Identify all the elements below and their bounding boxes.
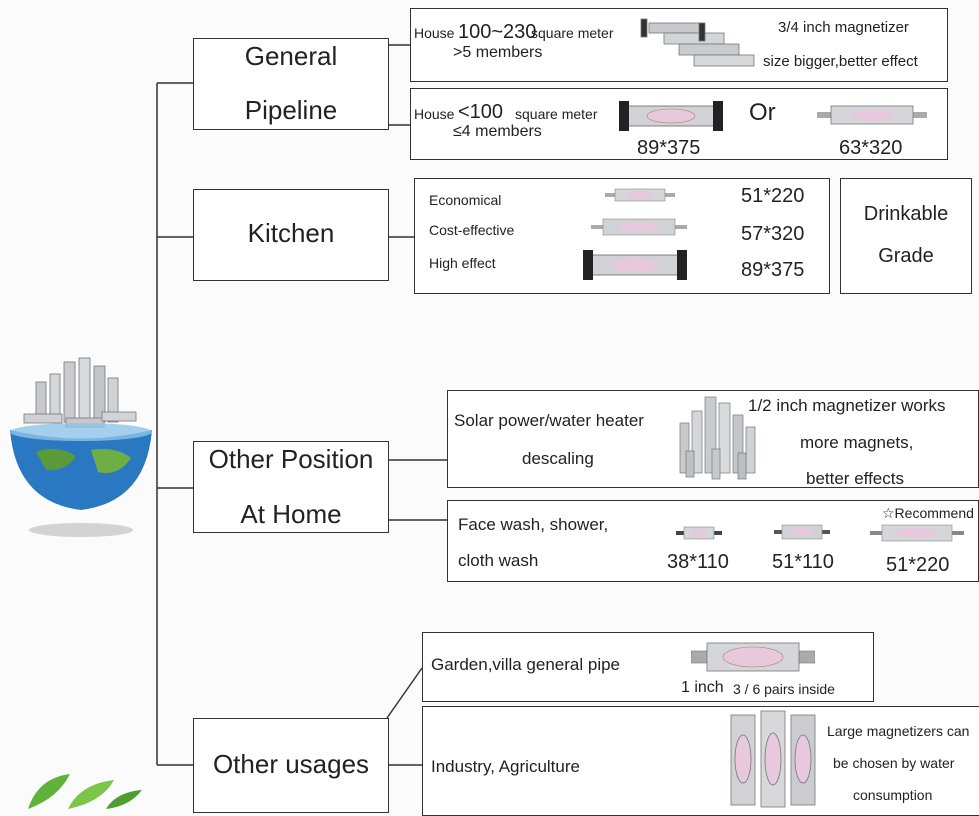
note-3-4-inch: 3/4 inch magnetizer	[778, 19, 909, 36]
general-small-house-box: House <100 square meter ≤4 members 89*37…	[410, 88, 948, 160]
one-inch-magnetizer-icon	[691, 642, 815, 672]
industry-note3: consumption	[853, 787, 933, 803]
industry-note2: be chosen by water	[833, 755, 955, 771]
kitchen-size: 57*320	[741, 223, 805, 245]
area-unit: square meter	[515, 106, 598, 122]
magnetizer-cluster-icon	[23, 357, 137, 428]
category-other-home-line2: At Home	[240, 499, 342, 529]
category-general-pipeline: General Pipeline	[193, 38, 389, 130]
magnetizer-51-icon	[605, 188, 675, 202]
kitchen-option-label: Cost-effective	[429, 222, 515, 238]
category-other-position: Other Position At Home	[193, 441, 389, 533]
garden-label: Garden,villa general pipe	[431, 655, 621, 674]
magnetizer-51-long-icon	[870, 524, 964, 542]
solar-line2: descaling	[522, 449, 594, 468]
category-other-home-line1: Other Position	[208, 444, 374, 474]
solar-heater-box: Solar power/water heater descaling 1/2 i…	[447, 390, 979, 488]
members-label: ≤4 members	[453, 123, 542, 140]
area-range: <100	[458, 101, 504, 123]
size-51x220: 51*220	[886, 554, 950, 576]
size-38x110: 38*110	[667, 551, 729, 573]
kitchen-size: 51*220	[741, 185, 805, 207]
drinkable-label: Drinkable	[863, 203, 949, 225]
grade-label: Grade	[878, 245, 934, 267]
size-63x320: 63*320	[839, 137, 903, 159]
category-general-line2: Pipeline	[244, 95, 338, 125]
one-inch-label: 1 inch	[681, 679, 724, 696]
garden-box: Garden,villa general pipe 1 inch 3 / 6 p…	[422, 632, 874, 702]
magnetizer-38-icon	[676, 526, 722, 540]
area-unit: square meter	[531, 25, 614, 41]
globe-illustration	[10, 357, 152, 537]
pairs-inside-label: 3 / 6 pairs inside	[733, 681, 835, 697]
face-wash-box: Face wash, shower, cloth wash ☆Recommend…	[447, 500, 979, 582]
category-general-line1: General	[244, 41, 338, 71]
half-inch-magnetizer-group-icon	[679, 396, 756, 480]
magnetizer-51-small-icon	[774, 524, 830, 540]
members-label: >5 members	[453, 44, 543, 61]
category-kitchen-label: Kitchen	[247, 218, 335, 248]
magnetizer-57-icon	[591, 218, 687, 236]
size-89x375: 89*375	[637, 137, 701, 159]
kitchen-size: 89*375	[741, 259, 805, 281]
category-other-usages-label: Other usages	[212, 749, 370, 779]
kitchen-option-label: High effect	[429, 255, 496, 271]
industry-box: Industry, Agriculture Large magnetizers …	[422, 706, 979, 816]
note-size-bigger: size bigger,better effect	[763, 53, 918, 70]
industry-label: Industry, Agriculture	[431, 757, 580, 776]
large-magnetizer-group-icon	[730, 710, 816, 808]
category-kitchen: Kitchen	[193, 189, 389, 281]
magnetizer-63-icon	[817, 105, 927, 125]
industry-note1: Large magnetizers can	[827, 723, 970, 739]
size-51x110: 51*110	[772, 551, 834, 573]
kitchen-option-label: Economical	[429, 192, 502, 208]
earth-icon	[10, 430, 152, 510]
magnetizer-89-icon	[619, 101, 723, 131]
leaves-decoration-icon	[28, 774, 142, 809]
face-wash-line2: cloth wash	[458, 551, 539, 570]
solar-line1: Solar power/water heater	[454, 411, 644, 430]
house-label: House	[414, 25, 455, 41]
solar-note2: more magnets,	[800, 433, 914, 452]
drinkable-grade-box: Drinkable Grade	[840, 178, 972, 294]
recommend-badge: ☆Recommend	[882, 505, 974, 521]
magnetizer-89-kitchen-icon	[583, 250, 687, 280]
magnetizer-group-icon	[640, 18, 755, 67]
solar-note3: better effects	[806, 469, 904, 488]
solar-note1: 1/2 inch magnetizer works	[748, 396, 946, 415]
general-large-house-box: House 100~230 square meter >5 members 3/…	[410, 8, 948, 82]
area-range: 100~230	[458, 21, 537, 43]
house-label: House	[414, 106, 455, 122]
kitchen-options-box: Economical Cost-effective High effect 51…	[414, 178, 830, 294]
face-wash-line1: Face wash, shower,	[458, 515, 609, 534]
category-other-usages: Other usages	[193, 718, 389, 813]
or-label: Or	[749, 99, 776, 126]
